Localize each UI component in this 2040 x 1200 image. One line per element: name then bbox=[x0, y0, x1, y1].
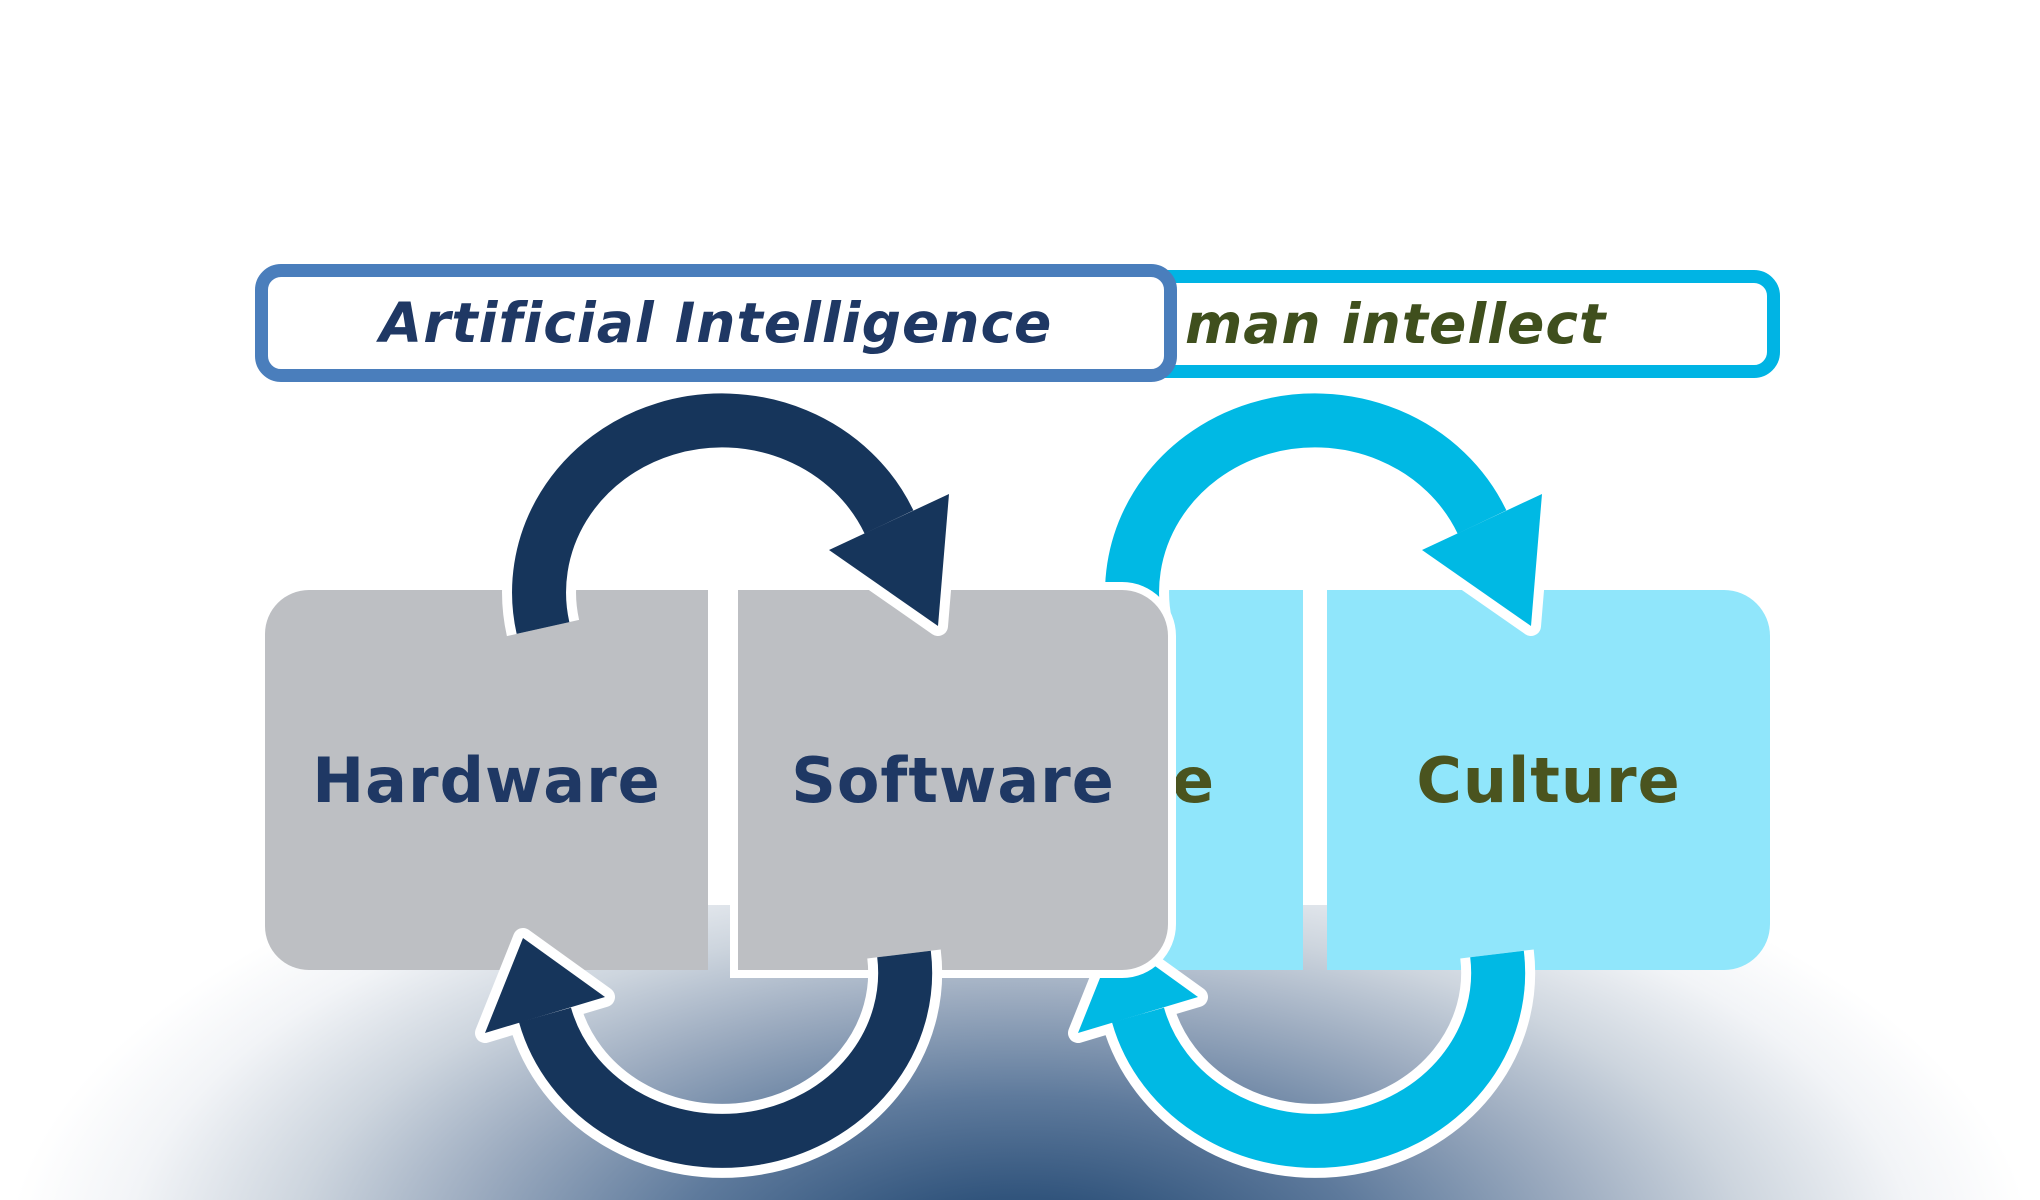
box-hardware: Hardware bbox=[265, 590, 708, 970]
title-box-human-intellect: man intellect bbox=[1140, 270, 1780, 378]
title-artificial-intelligence-label: Artificial Intelligence bbox=[379, 291, 1053, 355]
box-partially-hidden-label: e bbox=[1172, 743, 1216, 817]
box-software-label: Software bbox=[791, 743, 1115, 817]
box-software: Software bbox=[738, 590, 1168, 970]
box-hardware-label: Hardware bbox=[312, 743, 661, 817]
cycle-arrow-bottom-navy bbox=[475, 928, 943, 1178]
cycle-arrow-top-navy bbox=[502, 383, 959, 637]
cycle-arrow-top-cyan bbox=[1095, 383, 1552, 637]
box-culture-label: Culture bbox=[1416, 743, 1681, 817]
title-human-intellect-label: man intellect bbox=[1185, 292, 1607, 356]
box-culture: Culture bbox=[1327, 590, 1770, 970]
title-box-artificial-intelligence: Artificial Intelligence bbox=[255, 264, 1177, 382]
